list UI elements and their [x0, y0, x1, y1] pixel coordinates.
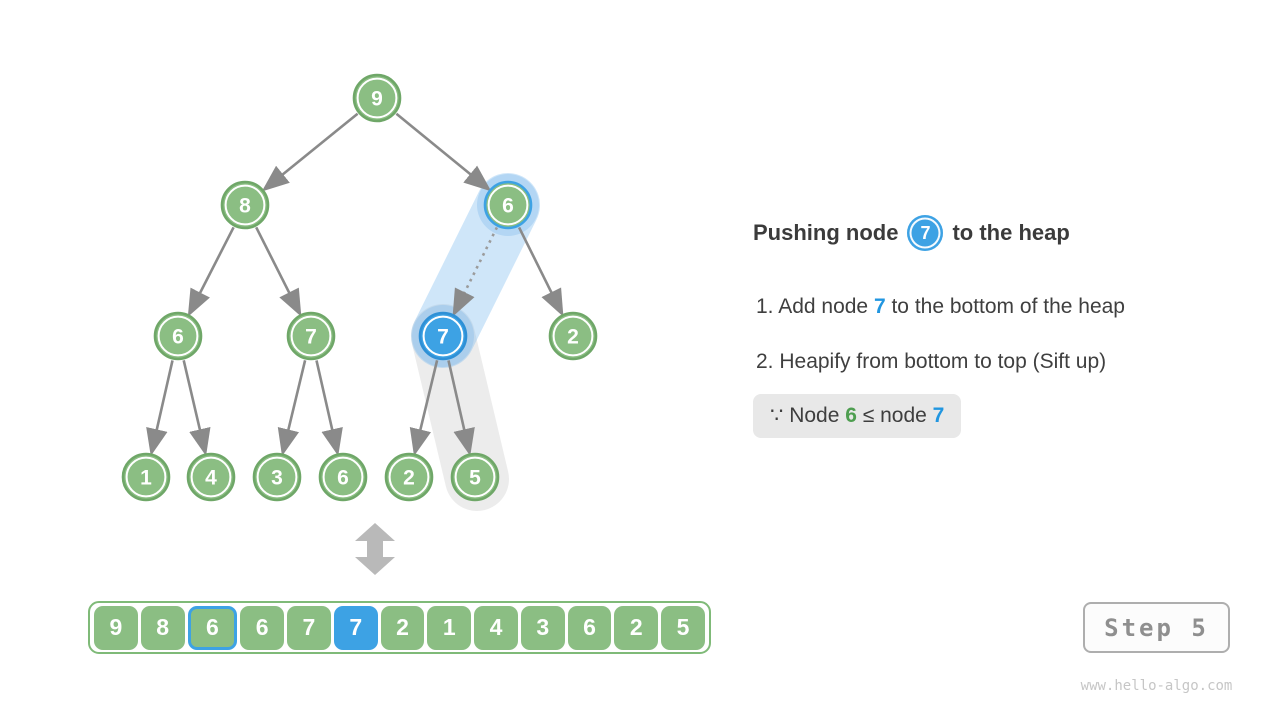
- array-cell-2: 2: [614, 605, 659, 650]
- tree-edge: [261, 112, 359, 192]
- figure-title: Pushing node 7 to the heap: [753, 213, 1070, 253]
- tree-edge: [255, 226, 302, 317]
- array-cell-9: 9: [94, 605, 138, 650]
- node-inner-ring: [422, 315, 464, 357]
- node-inner-ring: [388, 456, 430, 498]
- array-cell-4: 4: [474, 605, 518, 650]
- node-value: 7: [305, 326, 317, 349]
- tree-node-6: 6: [318, 452, 368, 502]
- node-value: 8: [239, 195, 251, 218]
- node-inner-ring: [552, 315, 594, 357]
- site-url: www.hello-algo.com: [1080, 678, 1233, 694]
- node-inner-ring: [224, 184, 266, 226]
- tree-node-3: 3: [252, 452, 302, 502]
- node-circle: [352, 73, 402, 123]
- node-value: 4: [205, 467, 217, 490]
- node-circle: [450, 452, 500, 502]
- tree-node-2: 2: [384, 452, 434, 502]
- array-cell-6: 6: [240, 605, 285, 650]
- node-circle: [318, 452, 368, 502]
- array-cell-8: 8: [140, 605, 185, 650]
- step1-node-value: 7: [873, 295, 886, 318]
- tree-node-7: 7: [286, 311, 336, 361]
- node-circle: [252, 452, 302, 502]
- node-value: 6: [172, 326, 184, 349]
- node-value: 2: [567, 326, 579, 349]
- instruction-step-1: 1. Add node 7 to the bottom of the heap: [756, 294, 1125, 319]
- node-circle: [548, 311, 598, 361]
- node-circle: [153, 311, 203, 361]
- node-inner-ring: [190, 456, 232, 498]
- node-inner-ring: [487, 184, 529, 226]
- note-node-6: 6: [845, 404, 857, 427]
- tree-node-2: 2: [548, 311, 598, 361]
- node-circle: [121, 452, 171, 502]
- note-prefix: ∵ Node: [770, 404, 846, 427]
- note-mid: ≤ node: [856, 404, 933, 427]
- node-value: 1: [140, 467, 152, 490]
- comparison-note: ∵ Node 6 ≤ node 7: [753, 394, 962, 438]
- tree-node-8: 8: [220, 180, 270, 230]
- tree-node-6: 6: [483, 180, 533, 230]
- array-cell-6: 6: [187, 605, 238, 650]
- tree-node-4: 4: [186, 452, 236, 502]
- node-circle: [418, 311, 468, 361]
- tree-edge: [395, 112, 492, 192]
- tree-edge: [409, 359, 439, 457]
- node-value: 3: [271, 467, 283, 490]
- step2-text: 2. Heapify from bottom to top (Sift up): [756, 350, 1107, 373]
- array-cell-2: 2: [380, 605, 425, 650]
- array-cell-3: 3: [520, 605, 565, 650]
- heap-tree-svg: 9 8 6 6 7 7 2 1 4 3 6 2 5: [121, 73, 598, 575]
- step-indicator: Step 5: [1083, 602, 1230, 653]
- node-value: 5: [469, 467, 481, 490]
- tree-array-swap-arrow: [355, 523, 395, 575]
- tree-node-6: 6: [153, 311, 203, 361]
- tree-node-7: 7: [418, 311, 468, 361]
- tree-edge: [277, 359, 307, 457]
- array-cell-6: 6: [567, 605, 612, 650]
- node-inner-ring: [290, 315, 332, 357]
- node-value: 6: [502, 195, 514, 218]
- node-inner-ring: [125, 456, 167, 498]
- tree-edge: [447, 360, 475, 457]
- node-circle: [220, 180, 270, 230]
- array-cell-5: 5: [661, 605, 705, 650]
- tree-edge: [146, 360, 174, 457]
- title-suffix: to the heap: [952, 220, 1070, 245]
- array-cell-7: 7: [287, 605, 331, 650]
- sift-up-dotted-arrow: [452, 226, 499, 317]
- pushed-node-value: 7: [920, 222, 931, 243]
- node-value: 6: [337, 467, 349, 490]
- node-circle: [384, 452, 434, 502]
- tree-edge: [315, 360, 343, 457]
- node-value: 9: [371, 88, 383, 111]
- tree-edge: [517, 226, 564, 317]
- tree-node-9: 9: [352, 73, 402, 123]
- tree-node-1: 1: [121, 452, 171, 502]
- title-prefix: Pushing node: [753, 220, 899, 245]
- tree-edge: [187, 226, 235, 317]
- node-inner-ring: [322, 456, 364, 498]
- step1-prefix: 1. Add node: [756, 295, 874, 318]
- step1-suffix: to the bottom of the heap: [885, 295, 1125, 318]
- tree-edge: [182, 360, 211, 457]
- node-value: 2: [403, 467, 415, 490]
- note-node-7: 7: [932, 404, 945, 427]
- node-circle: [286, 311, 336, 361]
- node-inner-ring: [454, 456, 496, 498]
- array-cell-7: 7: [333, 605, 378, 650]
- instruction-step-2: 2. Heapify from bottom to top (Sift up): [756, 349, 1106, 374]
- node-circle: [483, 180, 533, 230]
- pushed-node-badge: 7: [907, 215, 944, 251]
- node-value: 7: [437, 326, 449, 349]
- tree-node-5: 5: [450, 452, 500, 502]
- node-circle: [186, 452, 236, 502]
- node-inner-ring: [157, 315, 199, 357]
- node-inner-ring: [256, 456, 298, 498]
- node-inner-ring: [356, 77, 398, 119]
- array-cell-1: 1: [427, 605, 472, 650]
